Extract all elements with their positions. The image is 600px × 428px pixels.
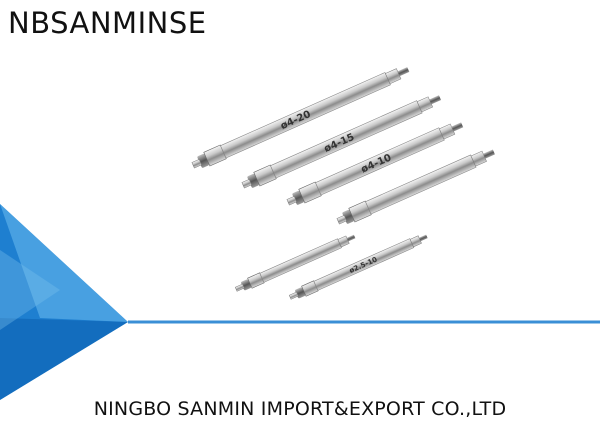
cylinder-port-fitting [397, 67, 410, 77]
pneumatic-cylinder: ø2.5-10 [288, 234, 428, 300]
cylinder-tail-cap [470, 150, 487, 167]
cylinder-rod-nut [247, 173, 259, 188]
decorative-blue-triangle [0, 204, 128, 400]
cylinder-rod-tip [241, 178, 252, 189]
cylinder-rod-nut [197, 153, 209, 168]
cylinder-rod-tip [336, 214, 347, 225]
pneumatic-cylinder [234, 234, 356, 292]
cylinder-port-fitting [346, 234, 356, 242]
pneumatic-cylinder [336, 149, 495, 225]
company-name: NINGBO SANMIN IMPORT&EXPORT CO.,LTD [93, 398, 507, 420]
cylinder-rod-tip [286, 195, 297, 206]
cylinder-rod-nut [342, 209, 354, 224]
cylinder-port-fitting [429, 95, 442, 105]
cylinder-port-fitting [419, 234, 428, 242]
cylinder-rod-tip [234, 283, 245, 292]
cylinder-rod-tip [191, 158, 202, 169]
cylinder-tail-cap [409, 235, 422, 248]
brand-logo-text: NBSANMINSE [8, 6, 207, 40]
cylinder-port-fitting [483, 149, 495, 159]
cylinder-rod-nut [292, 190, 304, 205]
cylinder-tail-cap [337, 235, 350, 248]
cylinder-port-fitting [451, 122, 464, 132]
cylinder-rod-tip [288, 291, 299, 300]
